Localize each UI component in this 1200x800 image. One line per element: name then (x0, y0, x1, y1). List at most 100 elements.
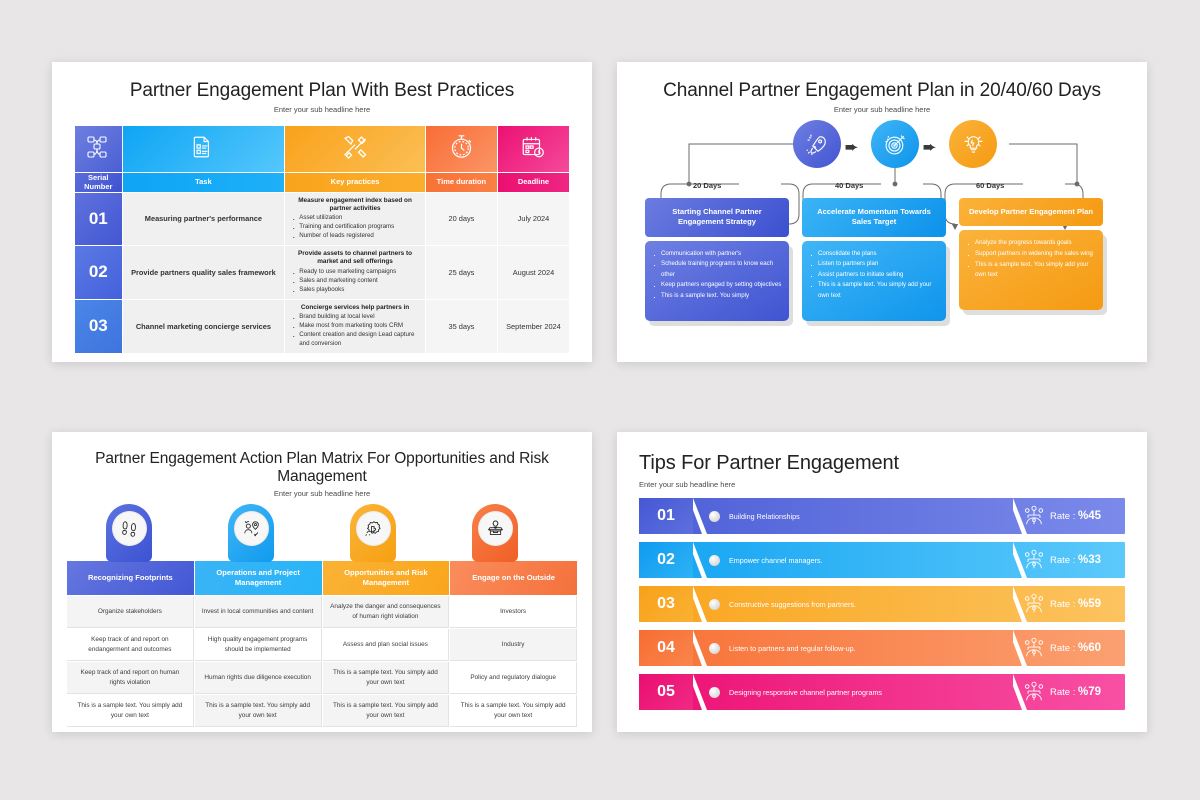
practice-heading: Measure engagement index based on partne… (298, 197, 412, 212)
tip-rate-group: Rate : %59 (1013, 586, 1125, 622)
gear-puzzle-icon (355, 511, 391, 546)
row-task: Provide partners quality sales framework (122, 246, 285, 299)
row-serial: 02 (75, 246, 122, 299)
column-header-task: Task (122, 173, 285, 192)
practice-item: Sales playbooks (290, 285, 420, 298)
rate-value: %59 (1078, 598, 1102, 610)
list-item[interactable]: 03 Constructive suggestions from partner… (639, 586, 1125, 622)
matrix-cell: Investors (450, 596, 577, 628)
stopwatch-icon (425, 126, 497, 172)
tip-content: Building Relationships (693, 498, 1013, 534)
row-task: Measuring partner's performance (122, 193, 285, 246)
day-label-20: 20 Days (693, 181, 722, 190)
step-heading: Develop Partner Engagement Plan (959, 198, 1103, 227)
table-row: This is a sample text. You simply add yo… (67, 695, 577, 727)
step-card-1[interactable]: Starting Channel Partner Engagement Stra… (645, 198, 789, 321)
row-task: Channel marketing concierge services (122, 299, 285, 354)
process-flow-diagram: ➨ ➨ (631, 120, 1133, 348)
page-title: Channel Partner Engagement Plan in 20/40… (663, 80, 1101, 101)
pin-operations-project-management (228, 504, 274, 562)
step-bullet: Consolidate the plans (809, 248, 939, 263)
page-subtitle: Enter your sub headline here (639, 480, 736, 489)
step-bullet: Communication with partner's (652, 248, 782, 263)
step-card-2[interactable]: Accelerate Momentum Towards Sales Target… (802, 198, 946, 321)
tip-number: 05 (639, 674, 693, 710)
notch-shape-icon (1013, 674, 1027, 710)
matrix-column-header-1: Recognizing Footprints (67, 561, 194, 595)
row-deadline: August 2024 (497, 246, 569, 299)
pin-opportunities-risk-management (350, 504, 396, 562)
step-body: Analyze the progress towards goals Suppo… (959, 230, 1103, 311)
step-heading: Accelerate Momentum Towards Sales Target (802, 198, 946, 237)
matrix-column-header-2: Operations and Project Management (194, 561, 322, 595)
matrix-cell: Industry (450, 629, 577, 661)
day-label-40: 40 Days (835, 181, 864, 190)
matrix-cell: Analyze the danger and consequences of h… (322, 596, 450, 628)
step-card-3[interactable]: Develop Partner Engagement Plan Analyze … (959, 198, 1103, 311)
column-header-time-duration: Time duration (425, 173, 497, 192)
notch-shape-icon (693, 674, 707, 710)
row-duration: 20 days (425, 193, 497, 246)
team-network-icon (1024, 549, 1044, 569)
tip-rate: Rate : %79 (1050, 686, 1101, 698)
slide-tips-for-partner-engagement[interactable]: Tips For Partner Engagement Enter your s… (617, 432, 1147, 732)
checklist-document-icon (122, 126, 285, 172)
table-row: 01 Measuring partner's performance Measu… (75, 193, 569, 246)
step-bullet: Schedule training programs to know each … (652, 258, 782, 280)
row-key-practices: Provide assets to channel partners to ma… (285, 246, 425, 299)
row-key-practices: Concierge services help partners in Bran… (285, 299, 425, 354)
matrix-cell: This is a sample text. You simply add yo… (194, 695, 322, 727)
tips-list: 01 Building Relationships (639, 498, 1125, 710)
table-row: 03 Channel marketing concierge services … (75, 299, 569, 354)
practice-item: Sales and marketing content (290, 276, 420, 289)
row-deadline: July 2024 (497, 193, 569, 246)
slide-channel-partner-engagement-plan-days[interactable]: Channel Partner Engagement Plan in 20/40… (617, 62, 1147, 362)
tip-rate-group: Rate : %33 (1013, 542, 1125, 578)
table-row: Organize stakeholders Invest in local co… (67, 596, 577, 628)
list-item[interactable]: 04 Listen to partners and regular follow… (639, 630, 1125, 666)
tip-rate-group: Rate : %79 (1013, 674, 1125, 710)
list-item[interactable]: 01 Building Relationships (639, 498, 1125, 534)
pin-engage-on-the-outside (472, 504, 518, 562)
notch-shape-icon (1013, 498, 1027, 534)
list-item[interactable]: 02 Empower channel managers. (639, 542, 1125, 578)
matrix-cell: Policy and regulatory dialogue (450, 662, 577, 694)
step-bullet: Listen to partners plan (809, 258, 939, 273)
action-plan-matrix-table: Recognizing Footprints Operations and Pr… (66, 560, 578, 728)
row-key-practices: Measure engagement index based on partne… (285, 193, 425, 246)
notch-shape-icon (693, 498, 707, 534)
practice-item: Brand building at local level (290, 312, 420, 325)
matrix-cell: Keep track of and report on endangerment… (67, 629, 194, 661)
matrix-cell: Human rights due diligence execution (194, 662, 322, 694)
notch-shape-icon (693, 542, 707, 578)
rate-value: %33 (1078, 554, 1102, 566)
list-item[interactable]: 05 Designing responsive channel partner … (639, 674, 1125, 710)
slide-partner-engagement-action-plan-matrix[interactable]: Partner Engagement Action Plan Matrix Fo… (52, 432, 592, 732)
tip-number: 02 (639, 542, 693, 578)
rate-prefix: Rate : (1050, 687, 1078, 698)
matrix-cell: Assess and plan social issues (322, 629, 450, 661)
page-title: Tips For Partner Engagement (639, 452, 900, 474)
step-body: Consolidate the plans Listen to partners… (802, 240, 946, 321)
matrix-pin-row (66, 504, 578, 566)
network-numbers-icon (75, 126, 122, 172)
matrix-cell: Keep track of and report on human rights… (67, 662, 194, 694)
step-bullet: This is a sample text. You simply add yo… (966, 259, 1096, 281)
row-serial: 03 (75, 299, 122, 354)
tip-label: Designing responsive channel partner pro… (729, 687, 883, 697)
practice-item: Training and certification programs (290, 222, 420, 235)
column-header-serial: Serial Number (75, 173, 122, 192)
tip-rate: Rate : %45 (1050, 510, 1101, 522)
slide-partner-engagement-plan-best-practices[interactable]: Partner Engagement Plan With Best Practi… (52, 62, 592, 362)
footprints-icon (111, 511, 147, 546)
practice-item: Make most from marketing tools CRM (290, 321, 420, 334)
arrow-right-icon-2: ➨ (923, 139, 936, 156)
matrix-cell: This is a sample text. You simply add yo… (322, 695, 450, 727)
matrix-cell: This is a sample text. You simply add yo… (450, 695, 577, 727)
page-title: Partner Engagement Action Plan Matrix Fo… (95, 450, 549, 485)
matrix-column-header-3: Opportunities and Risk Management (322, 561, 450, 595)
matrix-cell: Organize stakeholders (67, 596, 194, 628)
table-row: 02 Provide partners quality sales framew… (75, 246, 569, 299)
row-duration: 25 days (425, 246, 497, 299)
